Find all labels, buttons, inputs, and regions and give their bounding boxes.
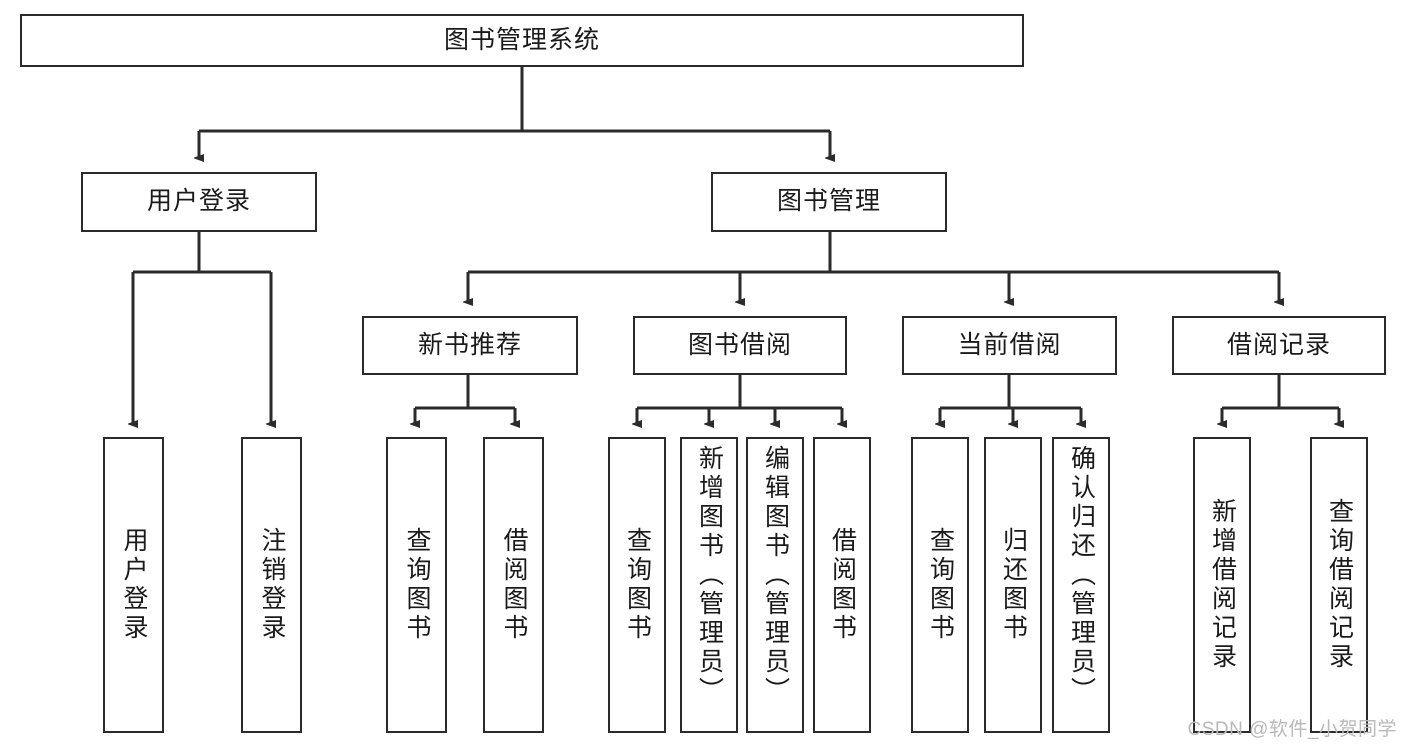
node-current-borrow[interactable]: 当前借阅: [902, 316, 1117, 375]
node-leaf-query-book-2[interactable]: 查询图书: [608, 437, 666, 733]
node-user-login-label: 用户登录: [146, 187, 251, 216]
node-leaf-query-borrow-record-label: 查询借阅记录: [1325, 498, 1354, 672]
node-leaf-add-borrow-record[interactable]: 新增借阅记录: [1193, 437, 1251, 733]
node-book-borrow[interactable]: 图书借阅: [633, 316, 847, 375]
node-leaf-query-borrow-record[interactable]: 查询借阅记录: [1310, 437, 1368, 733]
node-leaf-borrow-book-1[interactable]: 借阅图书: [483, 437, 544, 733]
node-leaf-return-book[interactable]: 归还图书: [984, 437, 1042, 733]
node-leaf-confirm-return-admin-label: 确认归还（管理员）: [1067, 445, 1096, 706]
node-leaf-add-book-admin[interactable]: 新增图书（管理员）: [680, 437, 738, 733]
node-leaf-borrow-book-2[interactable]: 借阅图书: [813, 437, 871, 733]
node-leaf-borrow-book-2-label: 借阅图书: [828, 527, 857, 643]
node-leaf-query-book-3-label: 查询图书: [926, 527, 955, 643]
node-leaf-edit-book-admin-label: 编辑图书（管理员）: [761, 445, 790, 706]
node-book-borrow-label: 图书借阅: [687, 330, 792, 359]
csdn-watermark: CSDN @软件_小贺同学: [1187, 719, 1397, 740]
node-book-management-label: 图书管理: [776, 187, 881, 216]
node-leaf-query-book-1[interactable]: 查询图书: [386, 437, 447, 733]
node-borrow-record[interactable]: 借阅记录: [1172, 316, 1386, 375]
node-book-management[interactable]: 图书管理: [711, 172, 947, 232]
node-leaf-add-borrow-record-label: 新增借阅记录: [1208, 498, 1237, 672]
node-new-book-recommend-label: 新书推荐: [417, 330, 522, 359]
node-root[interactable]: 图书管理系统: [20, 14, 1024, 67]
node-leaf-query-book-3[interactable]: 查询图书: [911, 437, 969, 733]
node-leaf-query-book-1-label: 查询图书: [403, 527, 431, 643]
node-leaf-borrow-book-1-label: 借阅图书: [500, 527, 528, 643]
node-root-label: 图书管理系统: [443, 25, 600, 54]
node-borrow-record-label: 借阅记录: [1226, 330, 1331, 359]
node-leaf-user-login[interactable]: 用户登录: [103, 437, 164, 733]
node-leaf-query-book-2-label: 查询图书: [623, 527, 652, 643]
node-leaf-return-book-label: 归还图书: [999, 527, 1028, 643]
node-user-login[interactable]: 用户登录: [81, 172, 317, 232]
node-current-borrow-label: 当前借阅: [957, 330, 1062, 359]
node-leaf-logout-login-label: 注销登录: [258, 527, 286, 643]
node-leaf-confirm-return-admin[interactable]: 确认归还（管理员）: [1052, 437, 1110, 733]
node-leaf-user-login-label: 用户登录: [120, 527, 148, 643]
node-leaf-add-book-admin-label: 新增图书（管理员）: [695, 445, 724, 706]
node-leaf-logout-login[interactable]: 注销登录: [241, 437, 302, 733]
node-leaf-edit-book-admin[interactable]: 编辑图书（管理员）: [746, 437, 804, 733]
node-new-book-recommend[interactable]: 新书推荐: [362, 316, 578, 375]
